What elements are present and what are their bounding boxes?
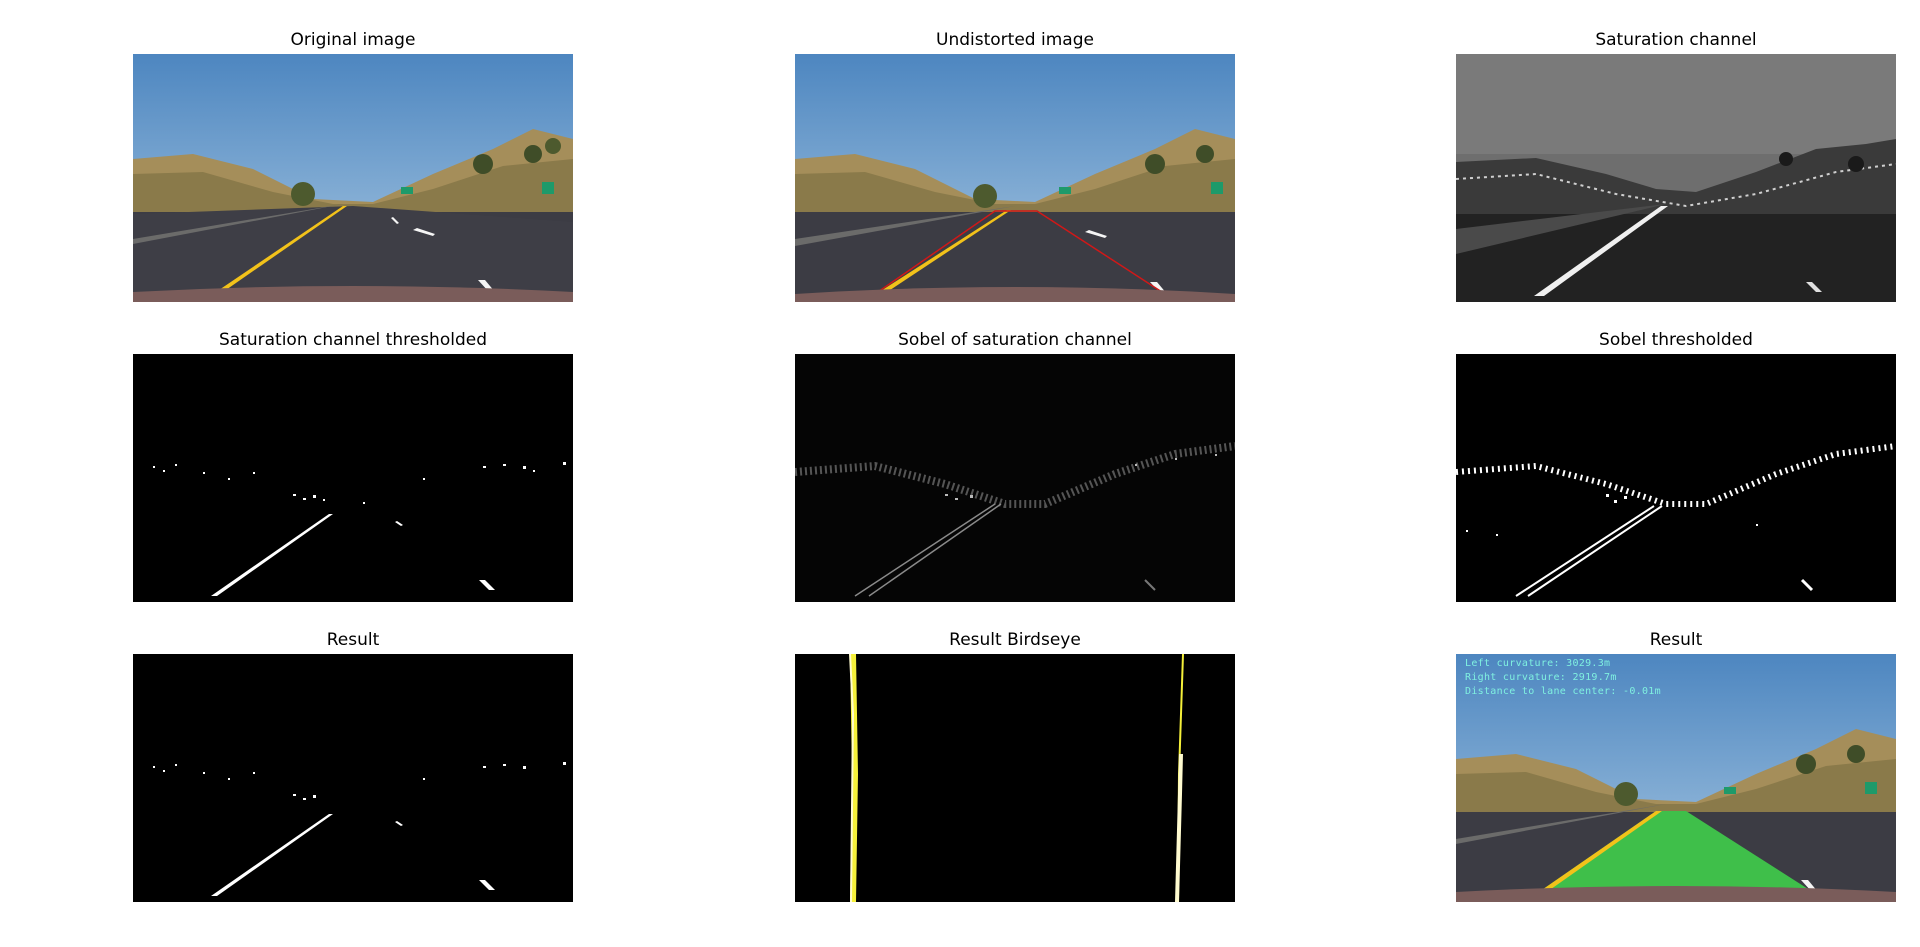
original-road-image <box>133 54 573 302</box>
panel-title: Saturation channel thresholded <box>218 330 487 350</box>
panel-title: Result <box>1649 630 1703 650</box>
road-photo <box>133 54 573 302</box>
panel-title: Result <box>326 630 380 650</box>
undistorted-road-image <box>795 54 1235 302</box>
sobel-image <box>795 354 1235 602</box>
panel-title: Original image <box>290 30 416 50</box>
binary-mask <box>133 354 573 602</box>
result-binary-image <box>133 654 573 902</box>
left-curvature-text: Left curvature: 3029.3m <box>1465 658 1611 669</box>
combined-binary-mask <box>133 654 573 902</box>
grayscale-saturation <box>1456 54 1896 302</box>
panel-title: Saturation channel <box>1595 30 1757 50</box>
road-photo-with-trapezoid <box>795 54 1235 302</box>
birdseye-image <box>795 654 1235 902</box>
road-photo-lane-overlay <box>1456 654 1896 902</box>
birdseye-lane-lines <box>795 654 1235 902</box>
panel-title: Sobel thresholded <box>1599 330 1753 350</box>
lane-center-distance-text: Distance to lane center: -0.01m <box>1465 686 1661 697</box>
panel-title: Undistorted image <box>936 30 1094 50</box>
panel-title: Sobel of saturation channel <box>898 330 1132 350</box>
right-curvature-text: Right curvature: 2919.7m <box>1465 672 1617 683</box>
panel-title: Result Birdseye <box>949 630 1081 650</box>
saturation-channel-image <box>1456 54 1896 302</box>
sobel-gradient <box>795 354 1235 602</box>
binary-sobel-mask <box>1456 354 1896 602</box>
sobel-thresholded-image <box>1456 354 1896 602</box>
result-overlay-image <box>1456 654 1896 902</box>
saturation-thresholded-image <box>133 354 573 602</box>
